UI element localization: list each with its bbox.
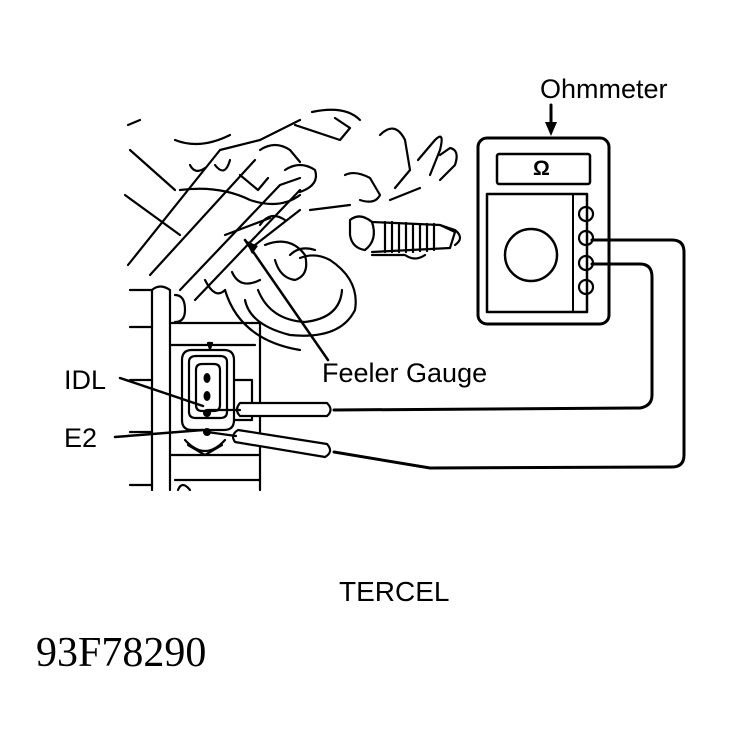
probe-idl xyxy=(205,401,332,418)
ohmmeter-pointer-arrow xyxy=(545,103,557,136)
probe-e2 xyxy=(205,428,332,459)
lead-idl xyxy=(332,262,654,412)
feeler-gauge-arrowhead xyxy=(245,240,258,254)
ohm-symbol: Ω xyxy=(533,157,550,180)
idl-leader xyxy=(118,376,205,408)
ohmmeter-label: Ohmmeter xyxy=(540,74,668,104)
ohmmeter-device xyxy=(476,136,611,326)
leader-lines xyxy=(113,238,330,439)
idl-label: IDL xyxy=(64,365,107,395)
feeler-gauge-leader xyxy=(243,238,330,362)
lead-e2 xyxy=(332,238,686,470)
model-label: TERCEL xyxy=(339,576,450,607)
test-leads xyxy=(332,238,686,470)
e2-label: E2 xyxy=(64,423,98,453)
figure-code: 93F78290 xyxy=(36,630,207,676)
feeler-gauge-label: Feeler Gauge xyxy=(322,358,488,388)
connector-pins xyxy=(203,373,211,436)
throttle-body-drawing xyxy=(123,108,462,492)
e2-leader xyxy=(113,428,205,439)
